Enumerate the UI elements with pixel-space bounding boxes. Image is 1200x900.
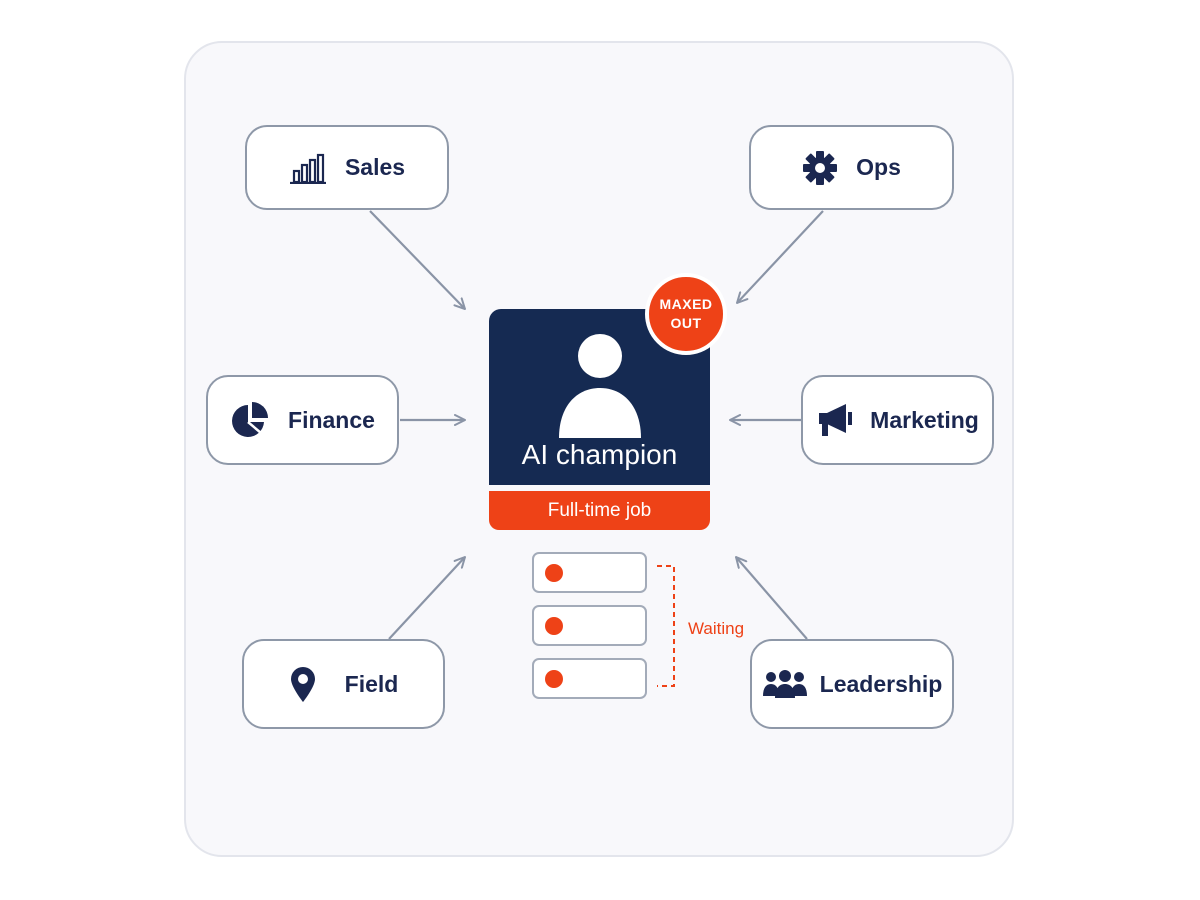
node-finance: Finance (206, 375, 399, 465)
megaphone-icon (816, 401, 856, 439)
queue-item-dot (545, 564, 563, 582)
gear-icon (802, 150, 838, 186)
node-leadership: Leadership (750, 639, 954, 729)
person-icon (558, 333, 642, 444)
maxed-out-badge-line2: OUT (670, 315, 702, 331)
node-marketing-label: Marketing (870, 406, 979, 433)
node-field: Field (242, 639, 445, 729)
full-time-job-banner: Full-time job (489, 491, 710, 530)
queue-item-dot (545, 670, 563, 688)
ai-champion-card: AI champion Full-time job (489, 309, 710, 530)
ai-champion-title: AI champion (521, 439, 678, 470)
group-icon (762, 668, 808, 700)
queue-item-dot (545, 617, 563, 635)
node-ops-label: Ops (856, 154, 901, 180)
maxed-out-badge-line1: MAXED (659, 296, 713, 312)
bar-chart-icon (289, 152, 327, 184)
node-leadership-label: Leadership (819, 670, 943, 697)
queue-item (532, 552, 647, 593)
node-sales-label: Sales (344, 154, 406, 180)
node-field-label: Field (344, 670, 399, 697)
map-pin-icon (289, 665, 317, 703)
maxed-out-badge: MAXED OUT (645, 273, 727, 355)
node-ops: Ops (749, 125, 954, 210)
waiting-label: Waiting (688, 619, 745, 638)
queue-item (532, 605, 647, 646)
node-sales: Sales (245, 125, 449, 210)
pie-chart-icon (230, 400, 270, 440)
queue-item (532, 658, 647, 699)
node-finance-label: Finance (288, 406, 375, 433)
node-marketing: Marketing (801, 375, 994, 465)
